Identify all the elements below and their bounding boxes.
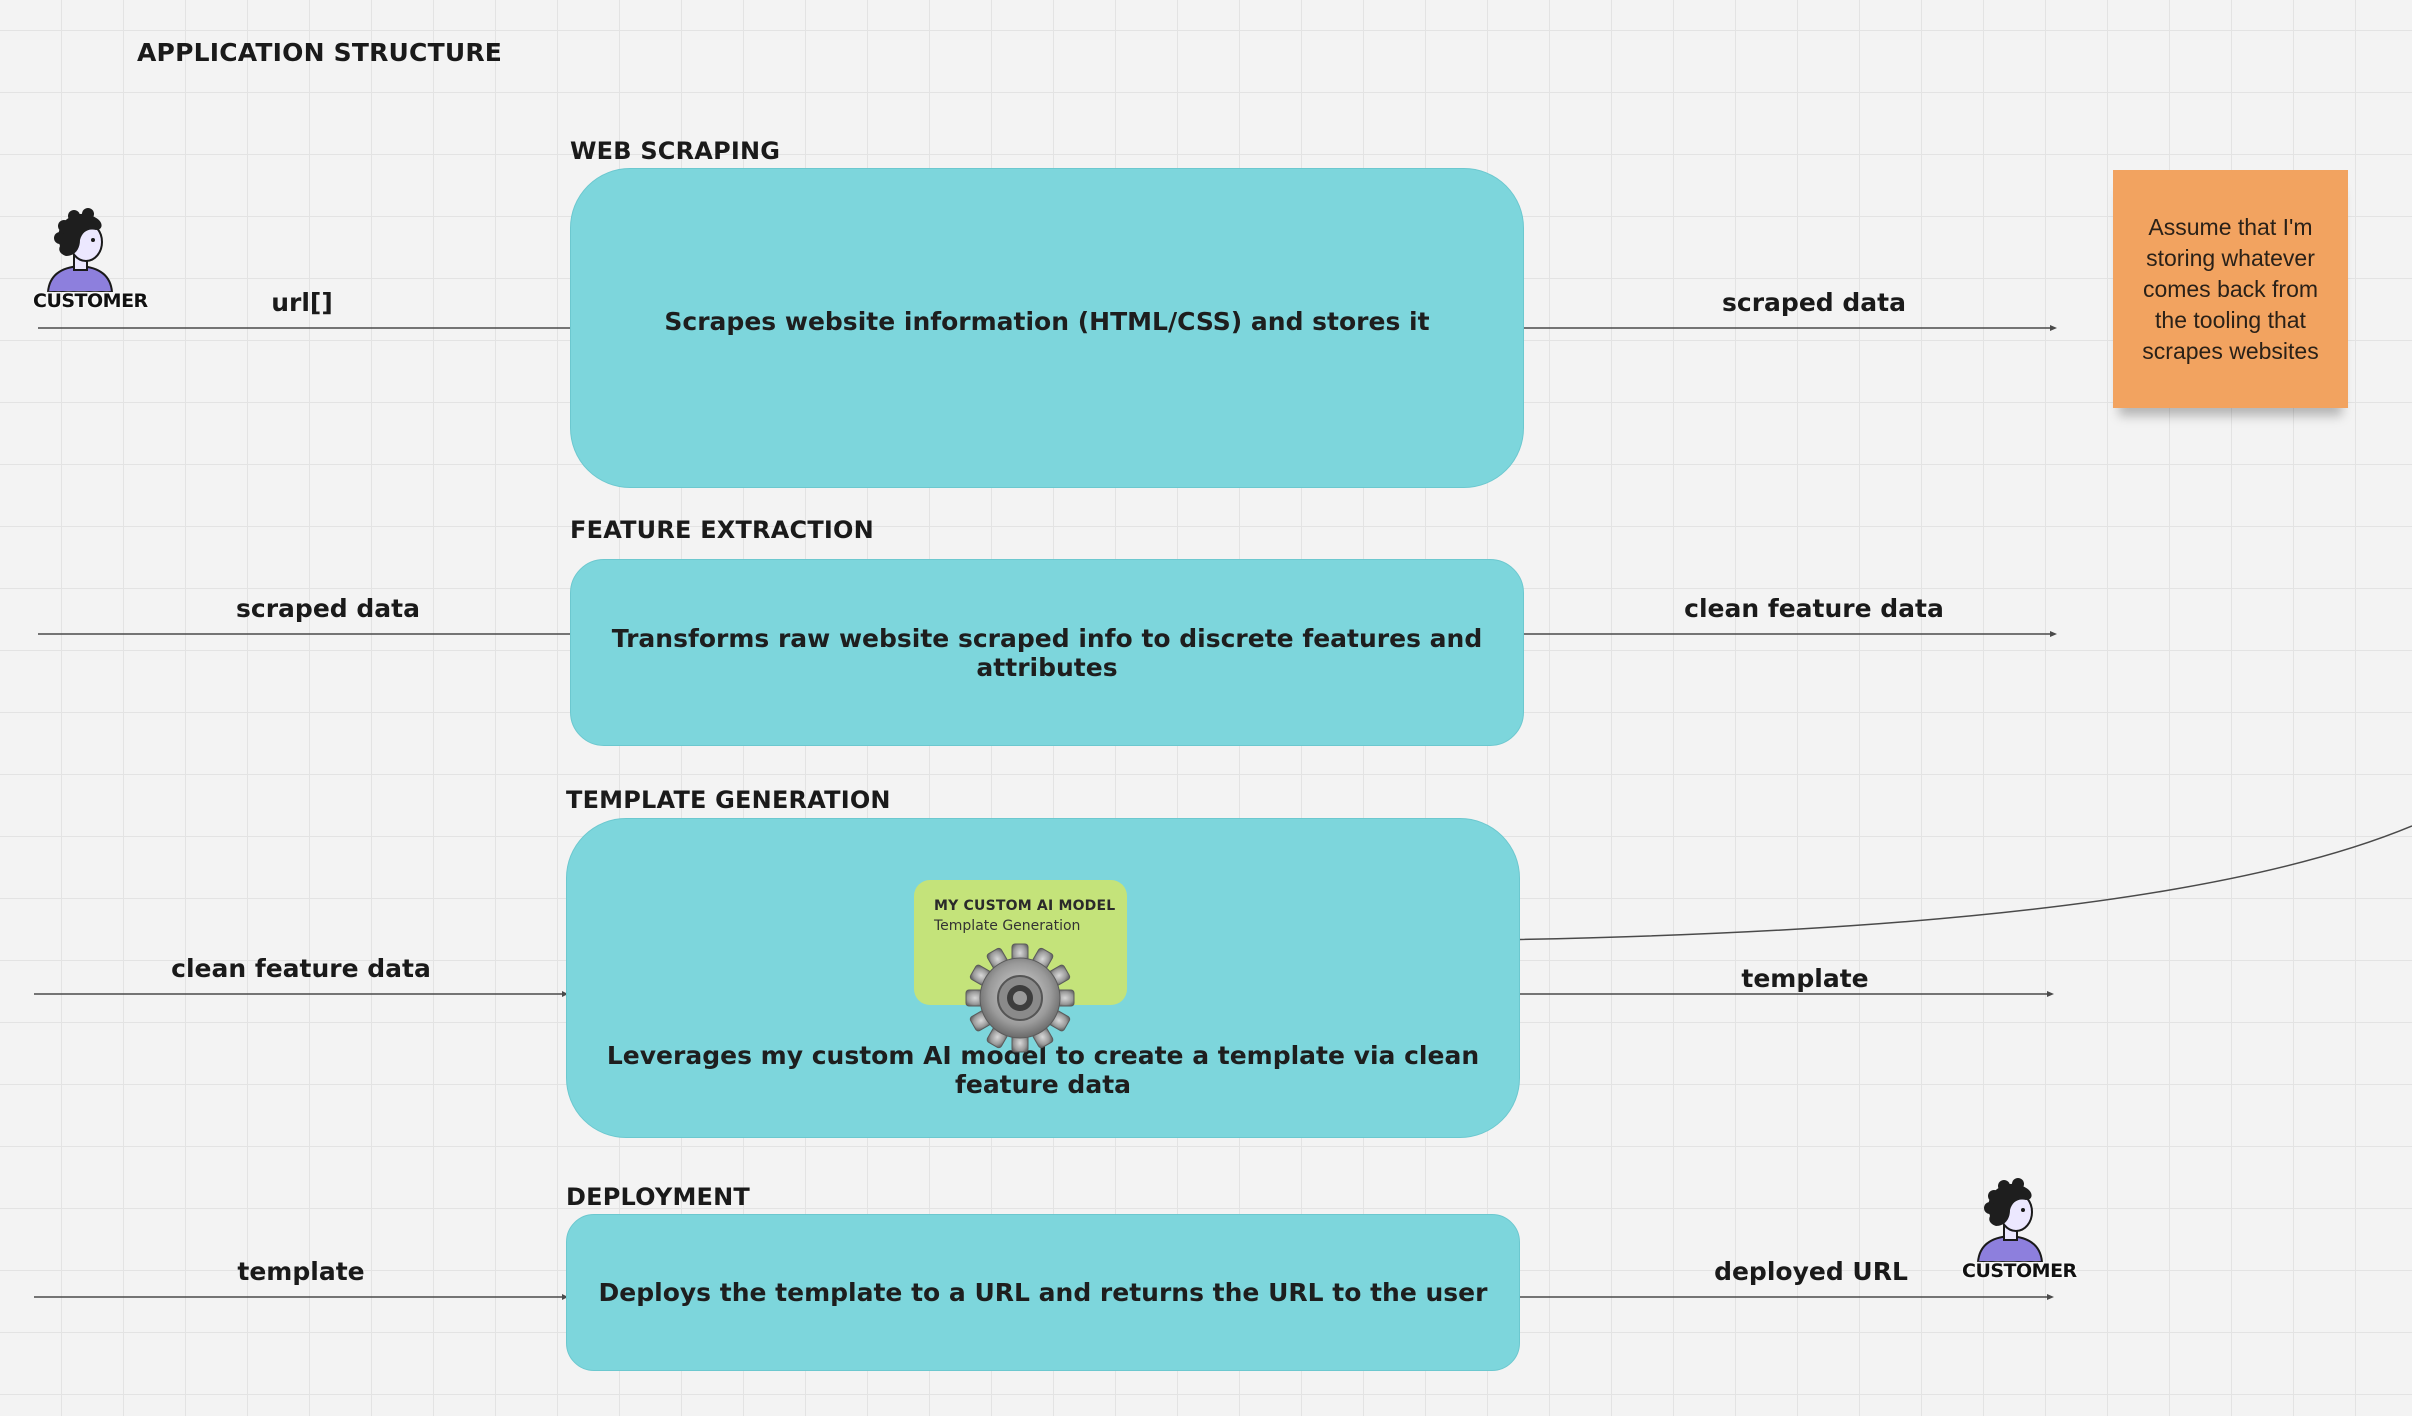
ai-model-title: MY CUSTOM AI MODEL — [934, 898, 1116, 914]
stage-description: Scrapes website information (HTML/CSS) a… — [664, 306, 1430, 336]
stage-box-deployment[interactable]: Deploys the template to a URL and return… — [566, 1214, 1520, 1371]
edge-label-clean-feature-data-in: clean feature data — [171, 954, 431, 983]
arrowhead — [562, 991, 568, 997]
edge-label-scraped-data-in: scraped data — [236, 594, 420, 623]
stage-description: Leverages my custom AI model to create a… — [606, 1041, 1480, 1099]
ai-model-subtitle: Template Generation — [934, 918, 1081, 934]
edge-label-scraped-data-out: scraped data — [1722, 288, 1906, 317]
customer-actor-2[interactable]: CUSTOMER — [1960, 1176, 2077, 1288]
customer-avatar-icon — [1976, 1178, 2044, 1262]
customer-label: CUSTOMER — [1962, 1260, 2077, 1282]
stage-box-feature-extraction[interactable]: Transforms raw website scraped info to d… — [570, 559, 1524, 746]
customer-label: CUSTOMER — [33, 290, 148, 312]
gear-icon — [965, 943, 1075, 1053]
arrowhead — [2050, 325, 2057, 331]
edge-label-template-in: template — [237, 1257, 365, 1286]
stage-description: Transforms raw website scraped info to d… — [611, 623, 1483, 682]
stage-title-web-scraping: WEB SCRAPING — [570, 137, 781, 165]
stage-title-feature-extraction: FEATURE EXTRACTION — [570, 516, 874, 544]
stage-title-template-generation: TEMPLATE GENERATION — [566, 786, 891, 814]
arrowhead — [2047, 1294, 2054, 1300]
page-title: APPLICATION STRUCTURE — [137, 38, 503, 67]
stage-box-template-generation[interactable]: Leverages my custom AI model to create a… — [566, 818, 1520, 1138]
arrowhead — [2050, 631, 2057, 637]
edge-label-url: url[] — [271, 288, 333, 317]
customer-actor-1[interactable]: CUSTOMER — [30, 206, 148, 318]
customer-avatar-icon — [46, 208, 114, 292]
edge-label-template-out: template — [1741, 964, 1869, 993]
edge-label-deployed-url: deployed URL — [1714, 1257, 1908, 1286]
sticky-note[interactable]: Assume that I'm storing whatever comes b… — [2113, 170, 2348, 408]
stage-box-web-scraping[interactable]: Scrapes website information (HTML/CSS) a… — [570, 168, 1524, 488]
arrowhead — [2047, 991, 2054, 997]
stage-description: Deploys the template to a URL and return… — [598, 1278, 1488, 1307]
arrowhead — [562, 1294, 568, 1300]
stage-title-deployment: DEPLOYMENT — [566, 1183, 751, 1211]
edge-label-clean-feature-data-out: clean feature data — [1684, 594, 1944, 623]
